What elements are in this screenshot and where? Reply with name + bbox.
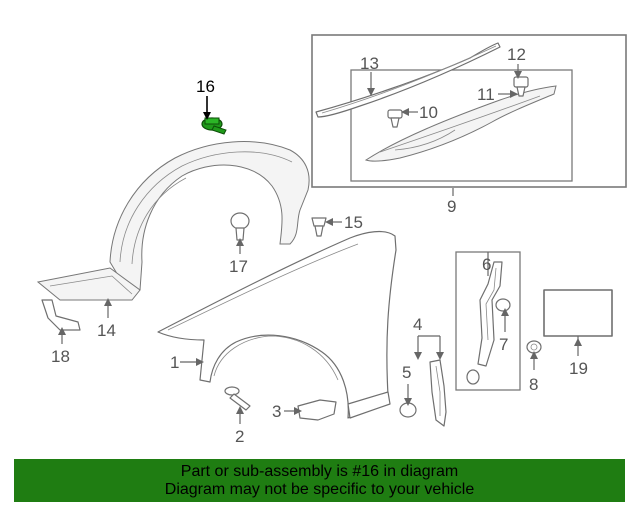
part-6-bracket[interactable] xyxy=(466,261,503,385)
part-1-fender[interactable] xyxy=(157,230,397,419)
part-11-cowl-seal[interactable] xyxy=(364,85,557,162)
callout-2: 2 xyxy=(235,427,244,446)
callout-7: 7 xyxy=(499,335,508,354)
part-16-clip-highlighted[interactable] xyxy=(201,117,227,135)
part-10-clip[interactable] xyxy=(387,109,403,128)
callout-4: 4 xyxy=(413,315,422,334)
part-17-clip[interactable] xyxy=(230,212,250,241)
callout-18: 18 xyxy=(51,347,70,366)
part-15-clip[interactable] xyxy=(311,217,327,237)
callout-6: 6 xyxy=(482,255,491,274)
part-4-shield[interactable] xyxy=(429,359,447,427)
callout-8: 8 xyxy=(529,375,538,394)
callout-17: 17 xyxy=(229,257,248,276)
group-box-inner xyxy=(350,69,573,182)
part-18-bracket[interactable] xyxy=(41,299,81,331)
part-3-bracket[interactable] xyxy=(297,399,337,421)
banner-line-disclaimer: Diagram may not be specific to your vehi… xyxy=(164,480,475,498)
info-banner: Part or sub-assembly is #16 in diagram D… xyxy=(14,459,625,502)
callout-19: 19 xyxy=(569,359,588,378)
callout-1: 1 xyxy=(170,353,179,372)
arrowheads xyxy=(58,71,582,415)
callout-12: 12 xyxy=(507,45,526,64)
part-14-fender-liner[interactable] xyxy=(36,141,310,301)
group-box-9 xyxy=(311,34,627,188)
callout-16: 16 xyxy=(196,77,215,96)
callout-14: 14 xyxy=(97,321,116,340)
callout-10: 10 xyxy=(419,103,438,122)
callout-5: 5 xyxy=(402,363,411,382)
part-12-clip[interactable] xyxy=(513,76,529,97)
callout-11: 11 xyxy=(477,85,495,104)
part-7-clip[interactable] xyxy=(495,298,511,312)
callout-15: 15 xyxy=(344,213,363,232)
callout-13: 13 xyxy=(360,54,379,73)
part-2-bolt[interactable] xyxy=(224,386,251,411)
parts-diagram: 13 12 11 10 9 16 15 17 14 18 1 2 3 4 5 6… xyxy=(36,34,627,446)
part-19-label[interactable] xyxy=(543,289,613,337)
callout-3: 3 xyxy=(272,402,281,421)
part-13-strip[interactable] xyxy=(315,42,501,118)
callout-9: 9 xyxy=(447,197,456,216)
banner-line-part-info: Part or sub-assembly is #16 in diagram xyxy=(180,462,459,480)
